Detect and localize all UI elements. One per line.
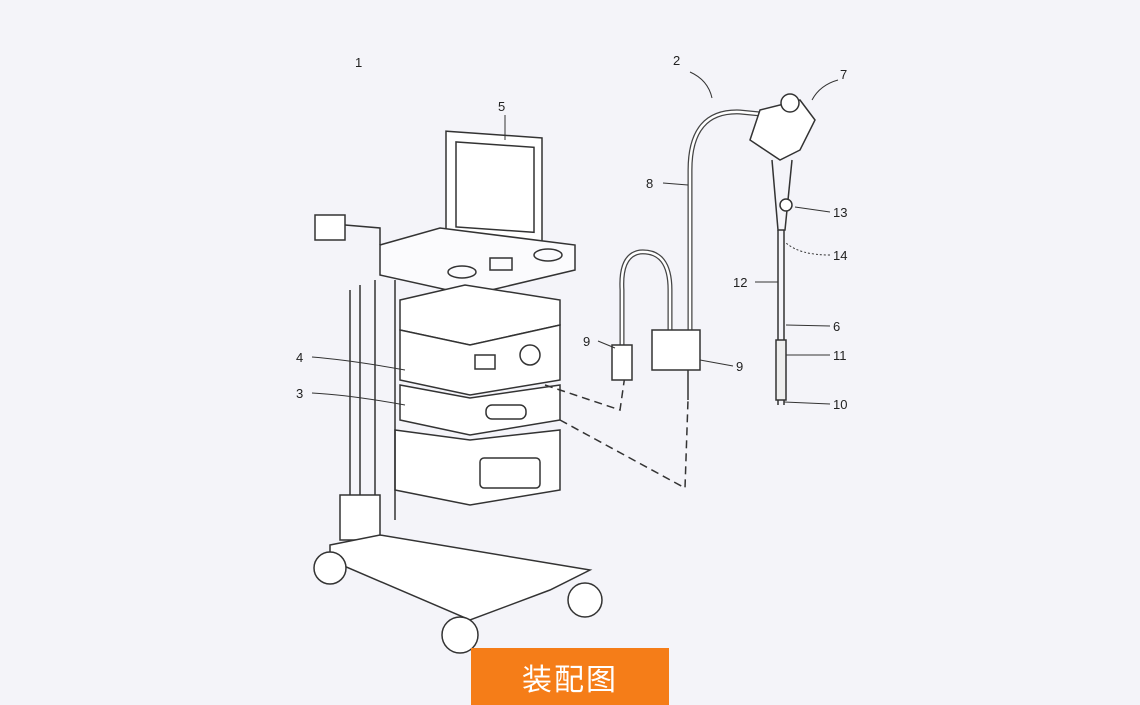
label-7: 7	[840, 67, 847, 82]
label-1: 1	[355, 55, 362, 70]
label-13: 13	[833, 205, 847, 220]
label-5: 5	[498, 99, 505, 114]
label-8: 8	[646, 176, 653, 191]
caption-banner: 装配图	[471, 648, 669, 705]
label-2: 2	[673, 53, 680, 68]
label-10: 10	[833, 397, 847, 412]
signal-cables	[544, 374, 689, 490]
endoscope	[611, 93, 816, 405]
label-4: 4	[296, 350, 303, 365]
label-14: 14	[833, 248, 847, 263]
leader-lines	[311, 71, 839, 406]
cart	[313, 130, 603, 654]
label-11: 11	[833, 348, 847, 363]
label-3: 3	[296, 386, 303, 401]
label-9b: 9	[736, 359, 743, 374]
label-12: 12	[733, 275, 747, 290]
caption-text: 装配图	[522, 662, 618, 698]
label-9a: 9	[583, 334, 590, 349]
label-6: 6	[833, 319, 840, 334]
